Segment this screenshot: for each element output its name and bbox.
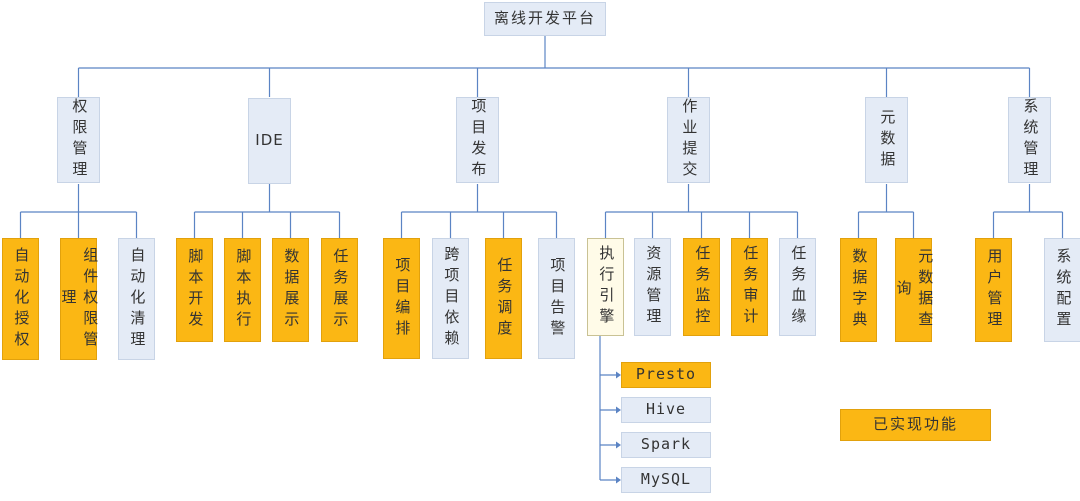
engine-hive: Hive [621, 397, 711, 423]
engine-spark: Spark [621, 432, 711, 458]
leaf-project-orchestration: 项目编排 [383, 238, 420, 359]
leaf-task-lineage: 任务血缘 [779, 238, 816, 336]
engine-arrow-2 [616, 441, 621, 449]
module-ide: IDE [248, 98, 291, 184]
engine-arrow-1 [616, 406, 621, 414]
leaf-auto-authorization: 自动化授权 [2, 238, 39, 360]
leaf-auto-cleanup: 自动化清理 [118, 238, 155, 360]
leaf-script-execution: 脚本执行 [224, 238, 261, 342]
leaf-execution-engine: 执行引擎 [587, 238, 624, 336]
leaf-task-scheduling: 任务调度 [485, 238, 522, 359]
leaf-metadata-query: 元数据查询 [895, 238, 934, 342]
leaf-resource-management: 资源管理 [634, 238, 671, 336]
engine-arrow-0 [616, 371, 621, 379]
module-project-release: 项目发布 [456, 97, 499, 183]
module-permission-management: 权限管理 [57, 97, 100, 183]
engine-arrow-3 [616, 476, 621, 484]
leaf-project-alert: 项目告警 [538, 238, 575, 359]
leaf-data-dictionary: 数据字典 [840, 238, 877, 342]
leaf-user-management: 用户管理 [975, 238, 1012, 342]
module-system-management: 系统管理 [1008, 97, 1051, 183]
leaf-data-display: 数据展示 [272, 238, 309, 342]
root-node: 离线开发平台 [484, 2, 606, 36]
leaf-system-configuration: 系统配置 [1044, 238, 1080, 342]
leaf-cross-project-dependency: 跨项目依赖 [432, 238, 469, 359]
leaf-script-development: 脚本开发 [176, 238, 213, 342]
leaf-component-permission-management: 组件权限管理 [60, 238, 99, 360]
engine-presto: Presto [621, 362, 711, 388]
module-metadata: 元数据 [865, 97, 908, 183]
engine-mysql: MySQL [621, 467, 711, 493]
leaf-task-audit: 任务审计 [731, 238, 768, 336]
leaf-task-display: 任务展示 [321, 238, 358, 342]
legend-implemented: 已实现功能 [840, 409, 991, 441]
module-job-submission: 作业提交 [667, 97, 710, 183]
leaf-task-monitoring: 任务监控 [683, 238, 720, 336]
